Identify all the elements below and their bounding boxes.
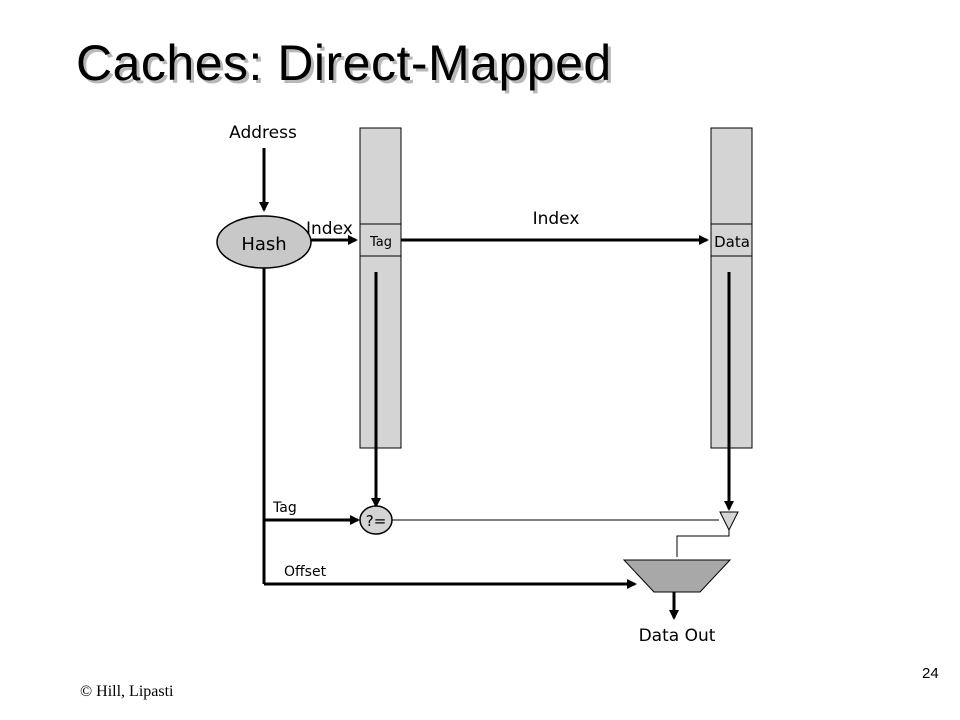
tag-wire-label: Tag xyxy=(272,500,297,516)
tag-cell-label: Tag xyxy=(369,235,392,250)
data-array xyxy=(710,127,753,449)
index-label-top: Index xyxy=(533,209,580,229)
compare-label: ?= xyxy=(366,512,387,530)
index-label-left: Index xyxy=(306,219,353,239)
output-mux xyxy=(622,559,732,593)
tag-array xyxy=(359,127,402,449)
gate-to-mux-wire xyxy=(676,530,730,557)
page-number: 24 xyxy=(922,665,939,682)
data-out-label: Data Out xyxy=(639,626,716,646)
hash-label: Hash xyxy=(241,234,286,255)
slide-title: Caches: Direct-Mapped xyxy=(76,35,612,91)
data-cell-label: Data xyxy=(714,233,750,251)
copyright-text: © Hill, Lipasti xyxy=(80,683,174,700)
output-gate xyxy=(719,511,739,532)
offset-wire-label: Offset xyxy=(284,564,327,580)
address-label: Address xyxy=(229,123,297,143)
